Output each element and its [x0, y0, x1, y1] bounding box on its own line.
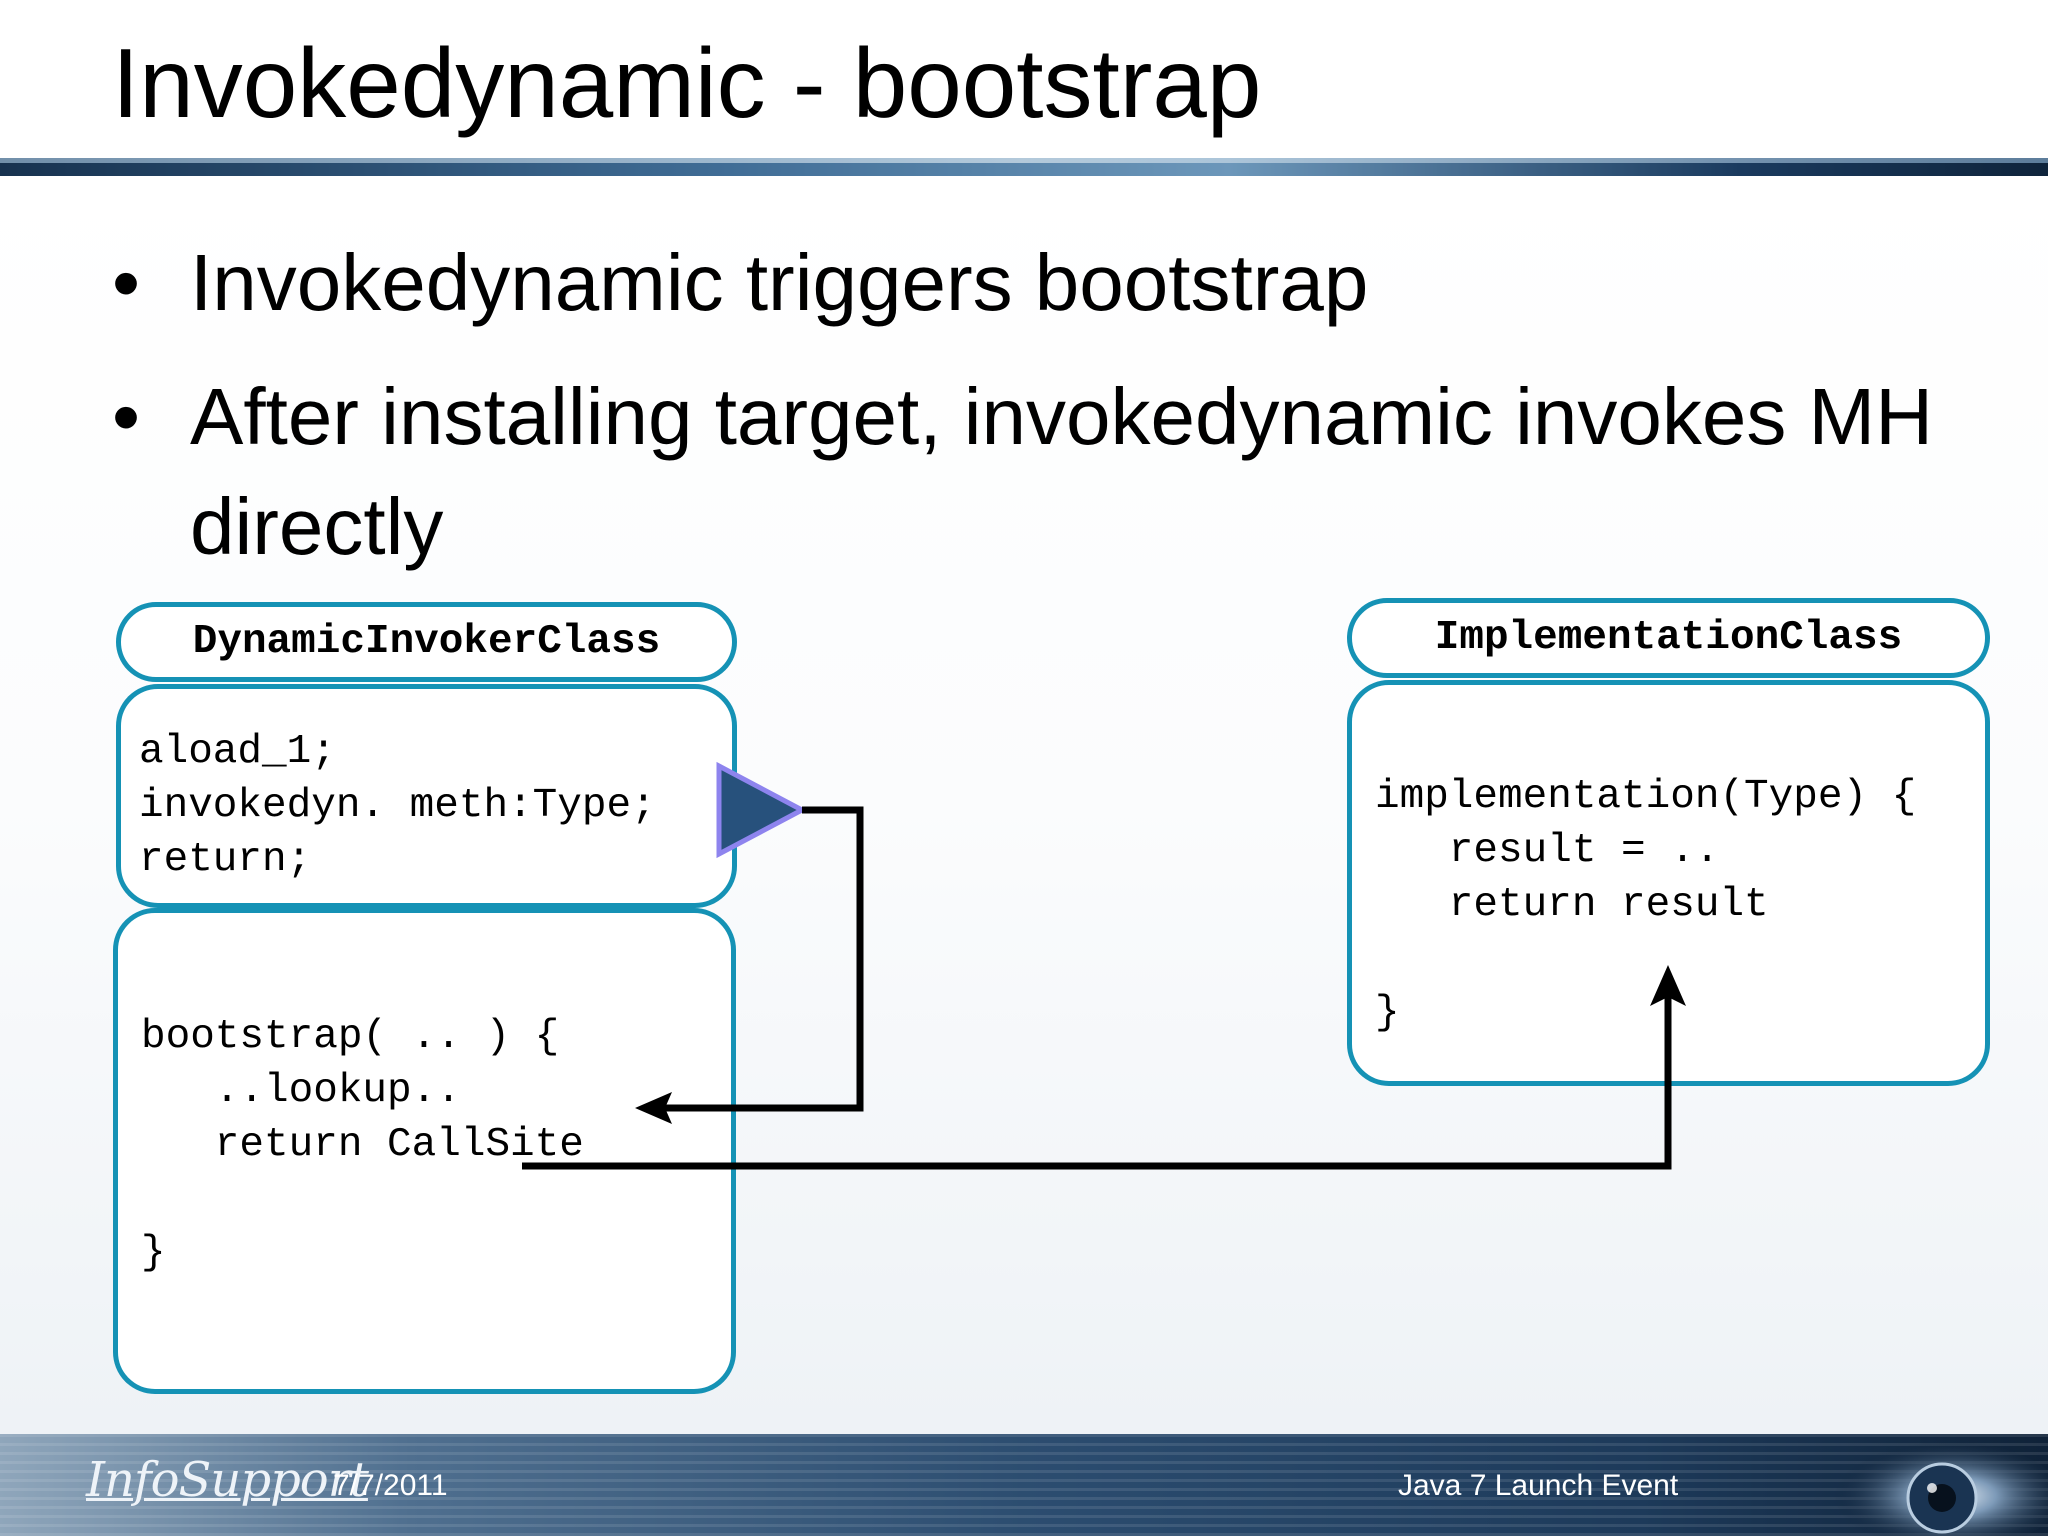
slide-title: Invokedynamic - bootstrap — [112, 28, 1262, 138]
implementation-code: implementation(Type) { result = .. retur… — [1375, 774, 1917, 1036]
dynamic-invoker-class-name: DynamicInvokerClass — [192, 619, 661, 665]
implementation-class-header: ImplementationClass — [1347, 598, 1990, 678]
bullet-text: After installing target, invokedynamic i… — [190, 372, 1933, 571]
footer-event-name: Java 7 Launch Event — [1398, 1469, 1679, 1502]
eye-graphic-icon — [1822, 1436, 2048, 1536]
footer-date: 7/7/2011 — [333, 1469, 448, 1502]
bootstrap-method-code: bootstrap( .. ) { ..lookup.. return Call… — [141, 1014, 584, 1276]
bootstrap-method-box: bootstrap( .. ) { ..lookup.. return Call… — [113, 908, 736, 1394]
dynamic-invoker-class-header: DynamicInvokerClass — [116, 602, 737, 682]
footer-bar — [0, 1434, 2048, 1536]
implementation-class-name: ImplementationClass — [1434, 615, 1903, 661]
dynamic-invoker-code-box: aload_1; invokedyn. meth:Type; return; — [116, 684, 737, 908]
bullet-item: • Invokedynamic triggers bootstrap — [110, 228, 1990, 338]
implementation-code-box: implementation(Type) { result = .. retur… — [1347, 680, 1990, 1086]
bullet-text: Invokedynamic triggers bootstrap — [190, 238, 1369, 327]
bullet-dot: • — [112, 372, 141, 461]
title-divider-band — [0, 158, 2048, 176]
infosupport-logo: InfoSupport — [86, 1452, 369, 1508]
dynamic-invoker-code: aload_1; invokedyn. meth:Type; return; — [139, 729, 656, 883]
bullet-dot: • — [112, 238, 141, 327]
bullet-list: • Invokedynamic triggers bootstrap • Aft… — [110, 228, 1990, 606]
bullet-item: • After installing target, invokedynamic… — [110, 362, 1990, 582]
